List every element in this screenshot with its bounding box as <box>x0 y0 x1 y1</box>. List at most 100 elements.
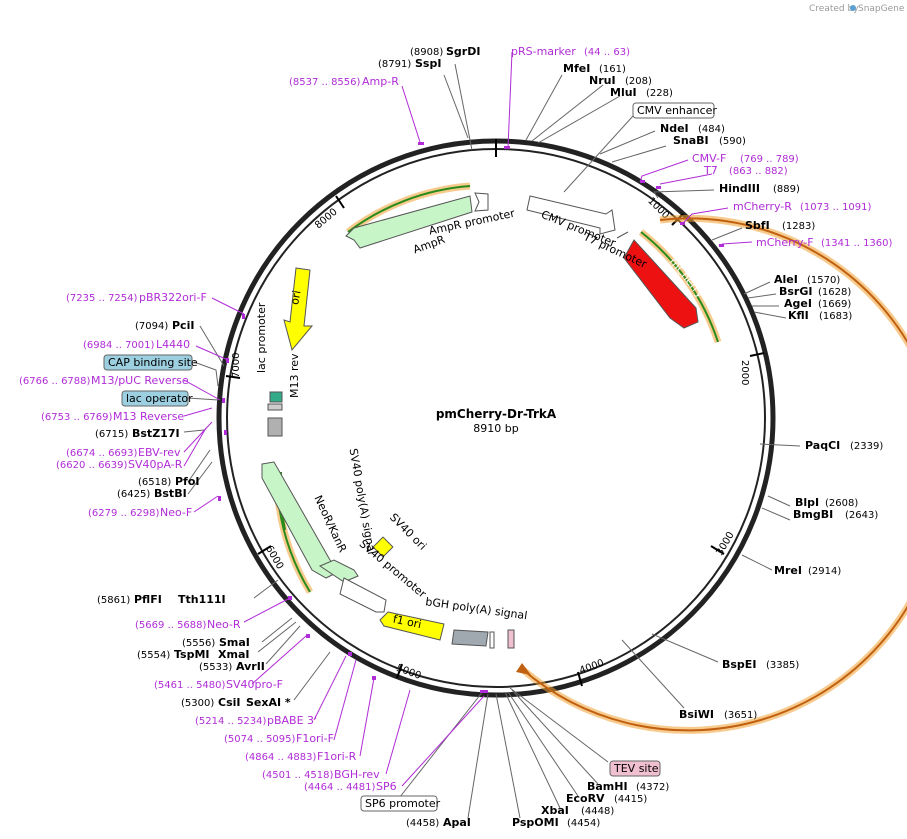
enzyme-name: SgrDI <box>446 45 480 58</box>
enzyme-pos: (5556) <box>182 638 215 649</box>
enzyme-name: XbaI <box>541 804 569 817</box>
sv40-promoter-arrow[interactable] <box>339 577 387 613</box>
enzyme-name: SbfI <box>745 219 770 232</box>
enzyme-pos: (590) <box>719 136 746 147</box>
tev-site-box[interactable] <box>609 760 661 777</box>
cmv-enhancer-box[interactable] <box>632 102 715 119</box>
cap-binding-site-box[interactable] <box>103 354 193 371</box>
mcherry-arrow[interactable] <box>623 239 699 329</box>
sv40-ori-box[interactable] <box>372 536 394 558</box>
primer-name: EBV-rev <box>138 446 181 459</box>
primer-name: Neo-R <box>207 618 241 631</box>
neor-kanr-arrow[interactable] <box>261 461 339 579</box>
cmv-enhancer-label: CMV enhancer <box>637 104 717 117</box>
enzyme-name: PspOMI <box>512 816 559 829</box>
enzyme-name: AgeI <box>784 297 812 310</box>
enzyme-pos: (8791) <box>378 59 411 70</box>
enzyme-name: AvrII <box>236 660 265 673</box>
enzyme-name: BsiWI <box>679 708 714 721</box>
primer-name: F1ori-F <box>296 732 334 745</box>
primer-range: (863 .. 882) <box>729 166 788 177</box>
enzyme-pos: (8908) <box>410 47 443 58</box>
ori-arrow[interactable] <box>283 267 314 352</box>
primer-range: (769 .. 789) <box>740 154 799 165</box>
enzyme-name: HindIII <box>719 182 760 195</box>
f1-ori-arrow[interactable] <box>379 611 445 641</box>
primer-range: (6984 .. 7001) <box>83 340 155 351</box>
cap-binding-site-label: CAP binding site <box>108 356 198 369</box>
primer-name: M13/pUC Reverse <box>91 374 189 387</box>
ampr-promoter-arrow[interactable] <box>474 192 489 212</box>
sp6-promoter-box[interactable] <box>360 795 438 812</box>
enzyme-pos: (3651) <box>724 710 757 721</box>
lac-operator-box-label[interactable] <box>121 390 189 407</box>
enzyme-pos: (1283) <box>782 221 815 232</box>
enzyme-name: TspMI <box>174 648 210 661</box>
mcherry-orf-line <box>640 231 719 343</box>
enzyme-name: SspI <box>415 57 441 70</box>
bgh-polya-box[interactable] <box>451 629 489 647</box>
sp6-promoter-label: SP6 promoter <box>365 797 441 810</box>
primer-range: (6766 .. 6788) <box>19 376 91 387</box>
lac-operator-label: lac operator <box>126 392 193 405</box>
primer-name: CMV-F <box>692 152 726 165</box>
enzyme-name: BspEI <box>722 658 756 671</box>
primer-name: T7 <box>703 164 718 177</box>
enzyme-pos: (2643) <box>845 510 878 521</box>
enzyme-name: BmgBI <box>793 508 833 521</box>
enzyme-pos: (6518) <box>138 477 171 488</box>
primer-range: (6620 .. 6639) <box>56 460 128 471</box>
plasmid-size: 8910 bp <box>473 422 518 435</box>
snapgene-logo-icon <box>850 5 856 11</box>
primer-name: Neo-F <box>160 506 192 519</box>
enzyme-pos: (1628) <box>818 287 851 298</box>
enzyme-pos: (208) <box>625 76 652 87</box>
ampr-arrow[interactable] <box>345 195 473 249</box>
enzyme-name: KflI <box>788 309 809 322</box>
enzyme-pos: (889) <box>773 184 800 195</box>
primer-name: BGH-rev <box>334 768 380 781</box>
lac-operator-box[interactable] <box>267 403 283 411</box>
enzyme-name: PaqCI <box>805 439 840 452</box>
primer-range: (7235 .. 7254) <box>66 293 138 304</box>
t7-promoter-arrow[interactable] <box>616 231 629 239</box>
credit-text: Created by <box>809 4 859 14</box>
trka-orf-arrow-icon <box>516 663 531 675</box>
enzyme-name: BsrGI <box>779 285 812 298</box>
enzyme-name: BamHI <box>587 780 628 793</box>
primer-name: SP6 <box>376 780 397 793</box>
enzyme-name: MluI <box>610 86 637 99</box>
enzyme-pos: (6425) <box>117 489 150 500</box>
enzyme-pos: (6715) <box>95 429 128 440</box>
enzyme-pos: (2608) <box>825 498 858 509</box>
sv40-ori-label: SV40 ori <box>387 511 429 553</box>
enzyme-name: PflFI <box>134 593 162 606</box>
enzyme-pos: (2914) <box>808 566 841 577</box>
primer-name: SV40pA-R <box>128 458 183 471</box>
primer-range: (4864 .. 4883) <box>245 752 317 763</box>
primer-range: (6753 .. 6769) <box>41 412 113 423</box>
enzyme-pos: (2339) <box>850 441 883 452</box>
leader-lines <box>183 63 801 819</box>
enzyme-pos: (4454) <box>567 818 600 829</box>
m13-rev-box[interactable] <box>267 417 283 437</box>
plasmid-name: pmCherry-Dr-TrkA <box>436 407 557 421</box>
enzyme-name: MfeI <box>563 62 590 75</box>
primer-range: (5669 .. 5688) <box>135 620 207 631</box>
primer-name: pRS-marker <box>511 45 576 58</box>
primer-leaders <box>183 51 753 787</box>
primer-name: mCherry-F <box>756 236 814 249</box>
lac-promoter-box[interactable] <box>269 391 283 403</box>
primer-range: (4501 .. 4518) <box>262 770 334 781</box>
enzyme-name: MreI <box>774 564 802 577</box>
enzyme-pos: (4415) <box>614 794 647 805</box>
enzyme-name: SexAI * <box>246 696 291 709</box>
enzyme-name: PfoI <box>175 475 200 488</box>
enzyme-pos: (5300) <box>181 698 214 709</box>
enzyme-pos: (4458) <box>406 818 439 829</box>
tick-label: 2000 <box>739 360 750 385</box>
primer-name: L4440 <box>156 338 190 351</box>
enzyme-name: SnaBI <box>673 134 709 147</box>
cmv-promoter-arrow[interactable] <box>526 195 616 235</box>
